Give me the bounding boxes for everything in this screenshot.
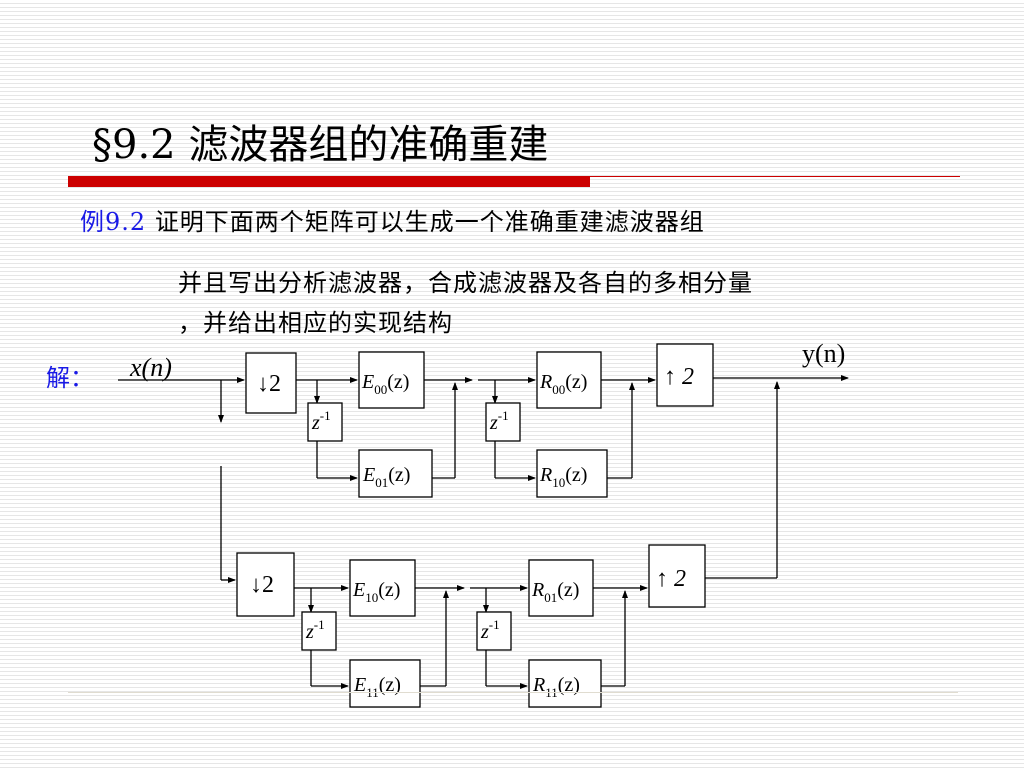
diagram-wires — [118, 375, 849, 689]
example-text-1: 证明下面两个矩阵可以生成一个准确重建滤波器组 — [154, 208, 705, 236]
example-label: 例9.2 — [80, 208, 147, 236]
example-line-2: 并且写出分析滤波器，合成滤波器及各自的多相分量 — [178, 269, 753, 297]
delay-label-3: z-1 — [305, 617, 325, 643]
upsampler-top-label: ↑ 2 — [664, 364, 694, 390]
downsampler-top-box — [245, 352, 297, 414]
R00-box — [536, 351, 602, 409]
R01-box — [528, 559, 594, 617]
delay-box-3 — [301, 611, 337, 651]
title-underline-line — [590, 176, 960, 177]
diagram-labels: x(n) y(n) ↓2 ↓2 ↑ 2 ↑ 2 z-1 z-1 z-1 z-1 … — [129, 339, 845, 700]
E10-box — [349, 559, 416, 617]
page-title: §9.2 滤波器组的准确重建 — [92, 122, 549, 168]
R00-label: R00(z) — [539, 371, 587, 397]
R01-label: R01(z) — [531, 579, 579, 605]
upsampler-bottom-label: ↑ 2 — [656, 566, 686, 592]
upsampler-top-box — [656, 343, 714, 407]
E11-box — [349, 659, 421, 708]
downsampler-bottom-box — [236, 552, 295, 617]
delay-box-4 — [476, 611, 512, 651]
delay-box-1 — [307, 402, 343, 442]
footer-divider — [68, 692, 958, 693]
title-underline-bar — [68, 176, 590, 187]
E10-label: E10(z) — [352, 579, 400, 605]
input-label: x(n) — [129, 353, 172, 382]
example-line-3: ，并给出相应的实现结构 — [178, 309, 453, 337]
E00-box — [358, 351, 425, 409]
E01-label: E01(z) — [362, 464, 410, 490]
downsampler-top-label: ↓2 — [257, 371, 281, 397]
diagram-boxes — [236, 343, 714, 708]
R11-box — [528, 659, 602, 708]
input-text: x(n) — [129, 353, 172, 382]
E01-box — [358, 449, 433, 498]
output-label: y(n) — [802, 339, 845, 368]
R10-box — [536, 449, 608, 498]
downsampler-bottom-label: ↓2 — [250, 572, 274, 598]
example-line-1: 例9.2 证明下面两个矩阵可以生成一个准确重建滤波器组 — [80, 202, 705, 237]
solution-label: 解： — [46, 364, 94, 392]
E11-label: E11(z) — [353, 674, 401, 700]
R10-label: R10(z) — [539, 464, 587, 490]
delay-label-2: z-1 — [489, 408, 509, 434]
upsampler-bottom-box — [648, 544, 706, 608]
delay-label-1: z-1 — [311, 408, 331, 434]
E00-label: E00(z) — [361, 371, 409, 397]
delay-box-2 — [485, 402, 521, 442]
delay-label-4: z-1 — [480, 617, 500, 643]
